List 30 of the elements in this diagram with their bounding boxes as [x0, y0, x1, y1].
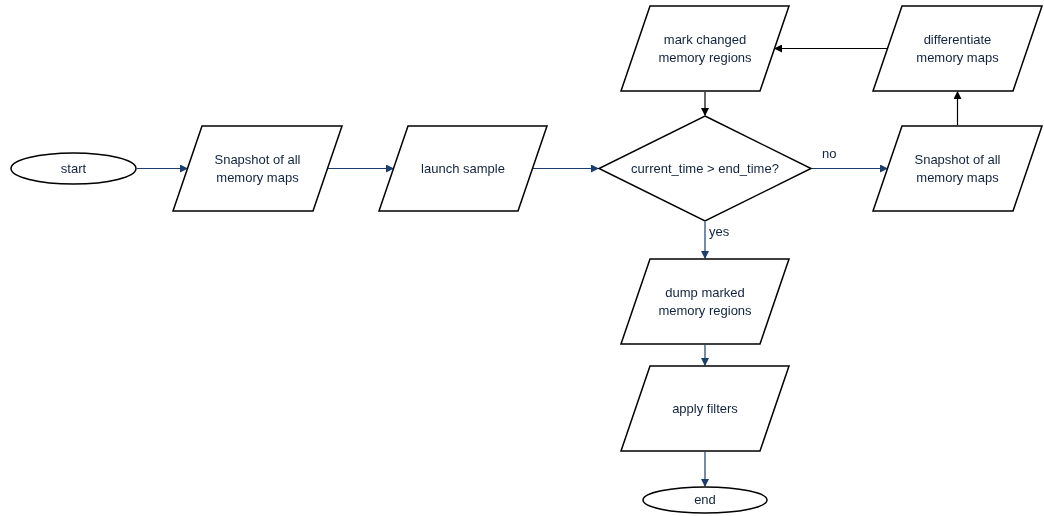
data-parallelogram	[620, 5, 790, 92]
arrow	[532, 164, 599, 173]
node-label: start	[60, 159, 87, 178]
node-label: differentiate memory maps	[915, 30, 1000, 67]
node-label: end	[694, 491, 716, 509]
arrow	[701, 91, 709, 116]
data-parallelogram	[620, 365, 790, 452]
node-label: apply filters	[672, 399, 738, 418]
arrow	[701, 344, 709, 366]
data-parallelogram	[378, 125, 548, 212]
node-label: mark changed memory regions	[657, 30, 753, 67]
arrow	[774, 44, 888, 53]
data-parallelogram	[620, 258, 790, 345]
data-parallelogram	[872, 125, 1043, 212]
arrow	[701, 451, 709, 487]
node-label: Snapshot of all memory maps	[913, 150, 1002, 187]
data-parallelogram	[872, 5, 1043, 92]
arrow	[136, 164, 188, 173]
arrow	[701, 221, 709, 259]
node-label: launch sample	[421, 159, 505, 178]
arrow	[953, 91, 962, 126]
node-label: current_time > end_time?	[631, 159, 779, 178]
arrow	[327, 164, 394, 173]
terminal-oval	[642, 486, 768, 514]
data-parallelogram	[172, 125, 343, 212]
node-label: dump marked memory regions	[657, 283, 753, 320]
arrow	[811, 164, 888, 173]
decision-diamond	[598, 115, 812, 222]
node-label: Snapshot of all memory maps	[213, 150, 302, 187]
terminal-oval	[10, 152, 137, 185]
